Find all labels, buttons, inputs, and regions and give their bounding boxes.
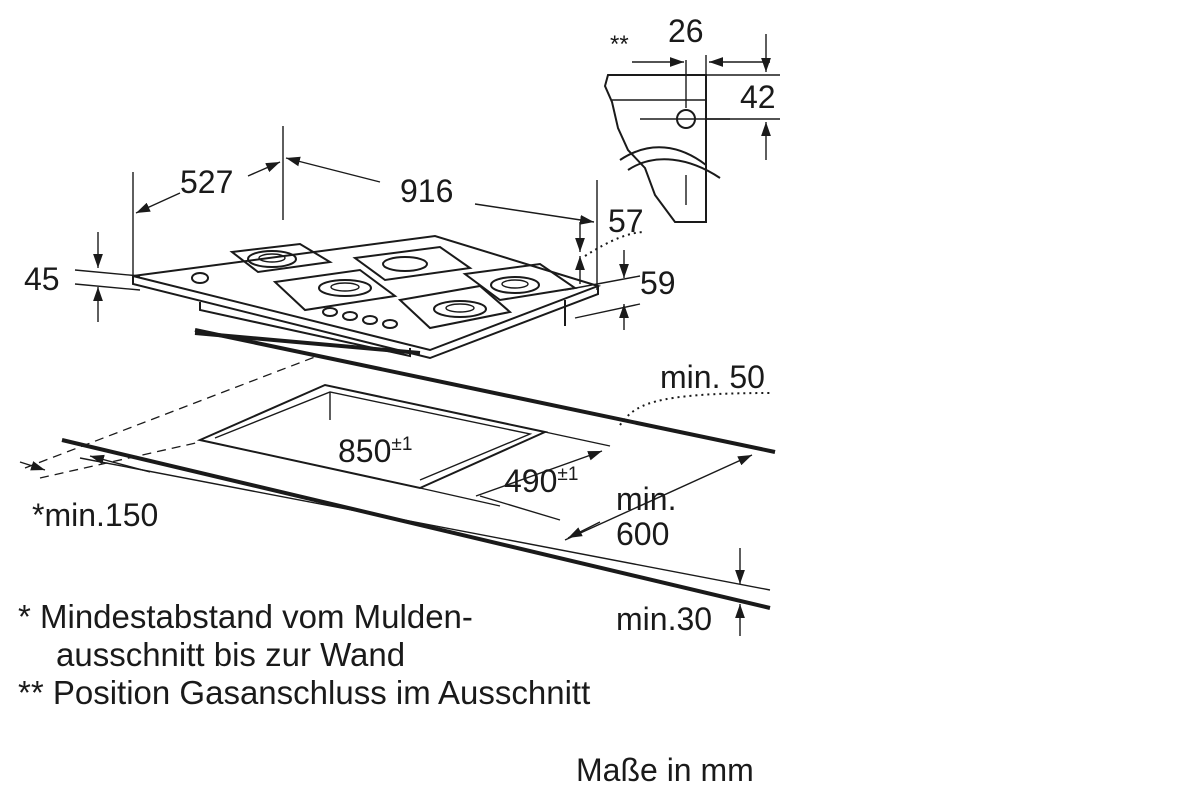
dim-min-50-label: min. 50: [660, 359, 765, 395]
footnote-1-line-2: ausschnitt bis zur Wand: [56, 636, 406, 673]
dim-57-label: 57: [608, 203, 644, 239]
dim-min-30-label: min.30: [616, 601, 712, 637]
dim-min-150-label: *min.150: [32, 497, 158, 533]
dim-916-label: 916: [400, 173, 453, 209]
dim-45-label: 45: [24, 261, 60, 297]
footnotes: * Mindestabstand vom Mulden- ausschnitt …: [18, 598, 590, 712]
countertop-drawing: [19, 328, 776, 636]
dim-26-label: 26: [668, 13, 704, 49]
units-caption: Maße in mm: [576, 752, 754, 788]
hob-dimension-lines: [74, 126, 646, 330]
dim-490-label: 490±1: [504, 463, 578, 499]
dim-850-label: 850±1: [338, 433, 412, 469]
dim-min-600-label-line2: 600: [616, 516, 669, 552]
footnote-1-line-1: * Mindestabstand vom Mulden-: [18, 598, 473, 635]
footnote-2: ** Position Gasanschluss im Ausschnitt: [18, 674, 591, 711]
hob-drawing: [132, 234, 602, 360]
gas-connection-mark: **: [610, 31, 629, 58]
dim-59-label: 59: [640, 265, 676, 301]
dim-min-600-label-line1: min.: [616, 481, 676, 517]
dim-42-label: 42: [740, 79, 776, 115]
dim-527-label: 527: [180, 164, 233, 200]
gas-connection-detail: [603, 34, 780, 223]
